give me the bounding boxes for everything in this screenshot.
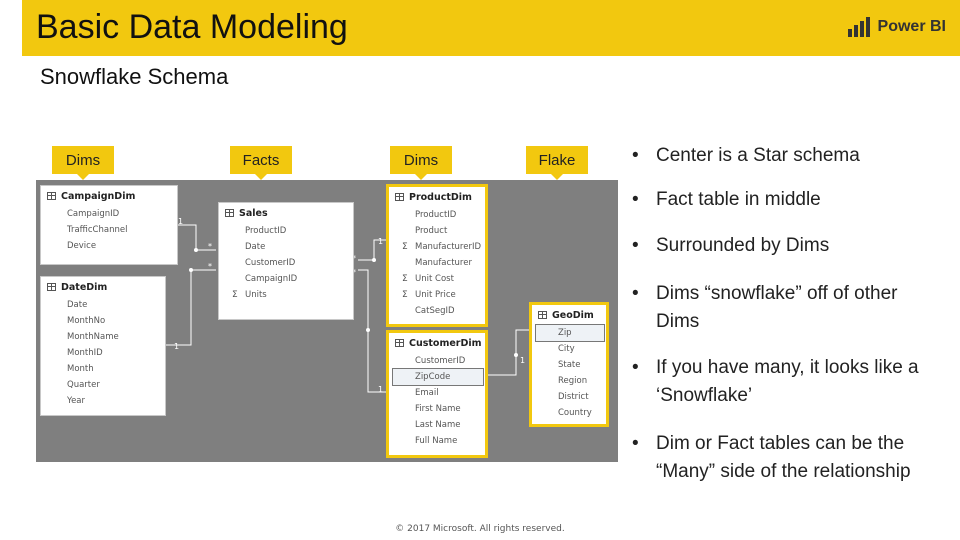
- relationship-dot: [366, 328, 370, 332]
- field-full-name[interactable]: Full Name: [415, 436, 458, 446]
- relationship-line: [358, 239, 386, 261]
- field-city[interactable]: City: [558, 344, 575, 354]
- table-header: CustomerDim: [389, 333, 485, 353]
- field-year[interactable]: Year: [67, 396, 85, 406]
- sigma-icon: Σ: [402, 274, 408, 284]
- field-trafficchannel[interactable]: TrafficChannel: [67, 225, 128, 235]
- title-accent: [0, 0, 22, 56]
- relationship-line: [358, 269, 386, 393]
- relationship-line: [178, 224, 216, 251]
- field-first-name[interactable]: First Name: [415, 404, 461, 414]
- cardinality-many: *: [352, 268, 356, 277]
- relationship-dot: [189, 268, 193, 272]
- table-header: Sales: [219, 203, 353, 223]
- relationship-line: [488, 329, 529, 376]
- field-state[interactable]: State: [558, 360, 581, 370]
- field-last-name[interactable]: Last Name: [415, 420, 461, 430]
- field-region[interactable]: Region: [558, 376, 588, 386]
- relationship-line: [166, 269, 216, 346]
- table-icon: [395, 339, 404, 347]
- bullet-item: Fact table in middle: [632, 186, 932, 214]
- table-header: CampaignDim: [41, 186, 177, 206]
- bullet-item: Surrounded by Dims: [632, 232, 932, 260]
- table-header: GeoDim: [532, 305, 606, 325]
- cardinality-one: 1: [378, 385, 384, 394]
- field-monthid[interactable]: MonthID: [67, 348, 103, 358]
- table-icon: [395, 193, 404, 201]
- field-productid[interactable]: ProductID: [245, 226, 287, 236]
- field-customerid[interactable]: CustomerID: [415, 356, 466, 366]
- table-campaign-dim[interactable]: CampaignDim CampaignID TrafficChannel De…: [40, 185, 178, 265]
- table-icon: [225, 209, 234, 217]
- tag-dims-left: Dims: [52, 146, 114, 180]
- schema-diagram: 1 * 1 * 1 * 1 * 1 CampaignDim CampaignID…: [36, 180, 618, 462]
- field-email[interactable]: Email: [415, 388, 439, 398]
- field-district[interactable]: District: [558, 392, 589, 402]
- field-month[interactable]: Month: [67, 364, 94, 374]
- sigma-icon: Σ: [232, 290, 238, 300]
- field-catsegid[interactable]: CatSegID: [415, 306, 455, 316]
- bullet-item: Dims “snowflake” off of other Dims: [632, 280, 932, 336]
- table-header: ProductDim: [389, 187, 485, 207]
- tag-flake: Flake: [526, 146, 588, 180]
- table-customer-dim[interactable]: CustomerDim CustomerID ZipCode Email Fir…: [386, 330, 488, 458]
- table-icon: [47, 192, 56, 200]
- relationship-dot: [372, 258, 376, 262]
- slide-title: Basic Data Modeling: [36, 8, 348, 46]
- cardinality-many: *: [352, 254, 356, 263]
- cardinality-one: 1: [174, 342, 180, 351]
- bullet-item: Dim or Fact tables can be the “Many” sid…: [632, 430, 932, 486]
- field-date[interactable]: Date: [67, 300, 88, 310]
- table-icon: [47, 283, 56, 291]
- field-campaignid[interactable]: CampaignID: [245, 274, 298, 284]
- sigma-icon: Σ: [402, 290, 408, 300]
- table-geo-dim[interactable]: GeoDim Zip City State Region District Co…: [529, 302, 609, 427]
- title-bar: Basic Data Modeling Power BI: [0, 0, 960, 56]
- field-monthno[interactable]: MonthNo: [67, 316, 106, 326]
- field-productid[interactable]: ProductID: [415, 210, 457, 220]
- tag-facts: Facts: [230, 146, 292, 180]
- field-manufacturer[interactable]: Manufacturer: [415, 258, 472, 268]
- cardinality-many: *: [208, 262, 212, 271]
- bullet-item: Center is a Star schema: [632, 142, 932, 170]
- table-header: DateDim: [41, 277, 165, 297]
- field-zip[interactable]: Zip: [535, 324, 605, 342]
- relationship-dot: [514, 353, 518, 357]
- table-sales[interactable]: Sales ProductID Date CustomerID Campaign…: [218, 202, 354, 320]
- cardinality-one: 1: [178, 217, 184, 226]
- field-monthname[interactable]: MonthName: [67, 332, 119, 342]
- field-campaignid[interactable]: CampaignID: [67, 209, 120, 219]
- relationship-dot: [194, 248, 198, 252]
- copyright-footer: © 2017 Microsoft. All rights reserved.: [395, 524, 565, 534]
- power-bi-logo-icon: [847, 17, 870, 37]
- sigma-icon: Σ: [402, 242, 408, 252]
- field-product[interactable]: Product: [415, 226, 448, 236]
- field-customerid[interactable]: CustomerID: [245, 258, 296, 268]
- tag-dims-mid: Dims: [390, 146, 452, 180]
- field-quarter[interactable]: Quarter: [67, 380, 100, 390]
- cardinality-one: 1: [378, 237, 384, 246]
- logo-text: Power BI: [877, 18, 946, 35]
- field-date[interactable]: Date: [245, 242, 266, 252]
- slide-subtitle: Snowflake Schema: [40, 64, 229, 89]
- table-icon: [538, 311, 547, 319]
- relationship-lines: [166, 224, 529, 393]
- bullet-item: If you have many, it looks like a ‘Snowf…: [632, 354, 932, 410]
- power-bi-logo: Power BI: [847, 14, 946, 40]
- field-device[interactable]: Device: [67, 241, 97, 251]
- field-zipcode[interactable]: ZipCode: [392, 368, 484, 386]
- table-date-dim[interactable]: DateDim Date MonthNo MonthName MonthID M…: [40, 276, 166, 416]
- cardinality-many: *: [208, 242, 212, 251]
- cardinality-one: 1: [520, 356, 526, 365]
- field-country[interactable]: Country: [558, 408, 592, 418]
